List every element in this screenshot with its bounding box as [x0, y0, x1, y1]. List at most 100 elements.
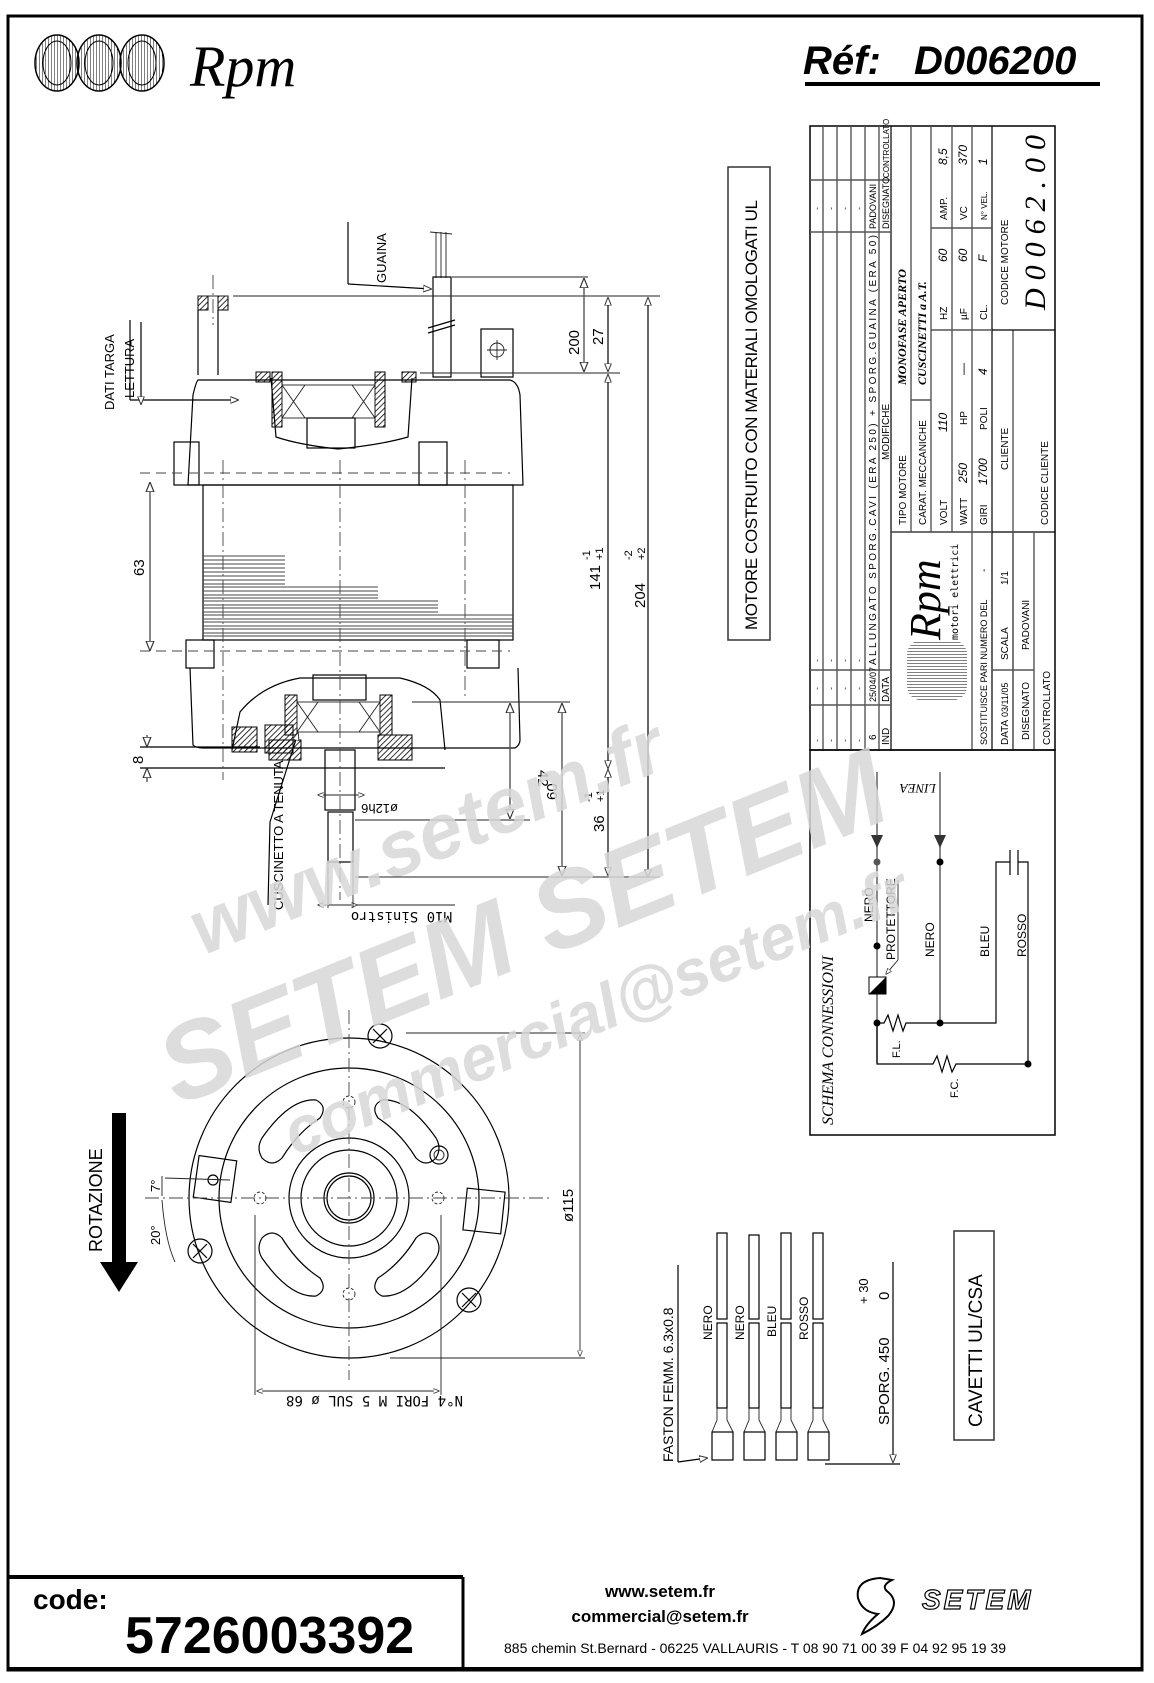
disegnato-label: DISEGNATO — [1021, 682, 1032, 740]
spec-vc-value: 370 — [956, 145, 970, 165]
rev-empty-dis-4: - — [854, 207, 864, 210]
rev-header-modifiche: MODIFICHE — [881, 404, 892, 460]
dim-60: 60 — [544, 783, 561, 800]
spec-giri-value: 1700 — [976, 458, 990, 485]
dim-204: 204 — [632, 583, 649, 608]
dim-141: 141 — [587, 565, 604, 590]
dim-27: 27 — [590, 328, 607, 345]
wire-label-nero-2: NERO — [733, 1305, 747, 1340]
spec-uf-label: µF — [959, 308, 970, 320]
rev-empty-date-3: - — [840, 687, 850, 690]
rev-row-ind: 6 — [868, 734, 879, 740]
rotation-label: ROTAZIONE — [86, 1148, 106, 1252]
rev-row-description: ALLUNGATO SPORG.CAVI (ERA 250) + SPORG.G… — [868, 235, 879, 665]
rpm-logo: Rpm — [34, 34, 296, 99]
reference-value: D006200 — [914, 39, 1076, 83]
brand-name: Rpm — [189, 34, 296, 99]
angle-7: 7° — [148, 1180, 163, 1192]
dim-204-tolerance: -2 — [623, 550, 635, 560]
spec-poli-label: POLI — [979, 407, 990, 430]
label-lettura: LETTURA — [122, 338, 137, 398]
rev-empty-dis-3: - — [840, 207, 850, 210]
code-label: code: — [33, 1584, 108, 1615]
schema-nero-1: NERO — [862, 887, 876, 922]
carat-meccaniche-value: CUSCINETTI a A.T. — [915, 281, 929, 385]
dim-141-tolerance-lower: +1 — [594, 547, 606, 560]
spec-nvel-label: N° VEL. — [980, 191, 989, 220]
rev-empty-date-1: - — [812, 687, 822, 690]
motor-side-view: DATI TARGA LETTURA GUAINA CUSCINETTO A T… — [102, 222, 660, 924]
dim-204-tolerance-lower: +2 — [636, 547, 648, 560]
tipo-motore-label: TIPO MOTORE — [898, 455, 909, 525]
wire-label-bleu: BLEU — [765, 1306, 779, 1337]
rev-header-ind: IND — [881, 728, 892, 745]
screw-left — [187, 1238, 213, 1264]
codice-cliente-label: CODICE CLIENTE — [1040, 441, 1051, 525]
controllato-label: CONTROLLATO — [1042, 671, 1053, 745]
codice-motore-value: D0062.00 — [1019, 135, 1052, 311]
label-dati-targa: DATI TARGA — [102, 334, 117, 410]
motor-front-view: ø115 N°4 FORI M 5 SUL ø 68 7° 20° ROTAZI… — [86, 1010, 585, 1408]
sostituisce-label: SOSTITUISCE PARI NUMERO DEL — [979, 600, 989, 745]
spec-cl-label: CL. — [979, 304, 990, 320]
schema-nero-2: NERO — [923, 922, 937, 957]
spec-hp-label: HP — [959, 411, 970, 425]
rev-header-controllato: CONTROLLATO — [882, 119, 891, 178]
spec-uf-value: 60 — [956, 248, 970, 262]
setem-swirl-icon — [856, 1576, 896, 1637]
cables-ul-csa-label: CAVETTI UL/CSA — [966, 1274, 987, 1427]
spec-vc-label: VC — [959, 206, 970, 220]
rev-empty-3: - — [840, 739, 850, 742]
spec-hz-label: HZ — [939, 307, 950, 320]
wire-label-nero-1: NERO — [701, 1305, 715, 1340]
screw-right — [456, 1287, 482, 1313]
ul-materials-note: MOTORE COSTRUITO CON MATERIALI OMOLOGATI… — [727, 166, 771, 641]
cable-wire — [711, 1232, 734, 1461]
sostituisce-value: - — [979, 569, 990, 572]
sporg-label: SPORG. 450 — [876, 1337, 893, 1425]
schema-title: SCHEMA CONNESSIONI — [820, 955, 837, 1125]
rev-empty-dis-1: - — [812, 207, 822, 210]
company-logo-text: Rpm — [901, 559, 950, 641]
data-label: DATA — [1000, 719, 1011, 745]
label-thread: M10 Sinistro — [351, 908, 452, 924]
spec-volt-value: 110 — [936, 413, 950, 432]
rev-empty-dis-2: - — [826, 207, 836, 210]
codice-motore-label: CODICE MOTORE — [1000, 219, 1011, 305]
carat-meccaniche-label: CARAT. MECCANICHE — [918, 420, 929, 525]
dim-36-tolerance-lower: +1 — [595, 789, 607, 802]
dim-200: 200 — [566, 330, 583, 355]
disegnato-value: PADOVANI — [1021, 600, 1032, 650]
setem-logo: SETEM — [856, 1576, 1033, 1637]
spec-amp-label: AMP. — [939, 197, 950, 220]
dim-8: 8 — [130, 756, 147, 764]
footer-website: www.setem.fr — [604, 1582, 715, 1601]
label-shaft-diameter: ø12h6 — [361, 801, 398, 816]
company-logo-sub: motori elettrici — [950, 544, 961, 640]
tipo-motore-value: MONOFASE APERTO — [895, 269, 909, 386]
footer-address: 885 chemin St.Bernard - 06225 VALLAURIS … — [504, 1640, 1006, 1656]
spec-amp-value: 8,5 — [936, 148, 950, 165]
spec-nvel-value: 1 — [976, 158, 990, 165]
cables-detail: FASTON FEMM. 6.3x0.8 NERO NERO BLEU ROSS… — [660, 1230, 995, 1465]
reference-label: Réf: — [803, 39, 881, 83]
rev-empty-desc-1: - — [812, 659, 822, 662]
rotation-direction-icon — [100, 1113, 138, 1292]
cable-wire — [807, 1232, 830, 1461]
rev-empty-desc-4: - — [854, 659, 864, 662]
schema-bleu: BLEU — [978, 926, 992, 957]
rev-header-data: DATA — [881, 676, 892, 702]
setem-brand: SETEM — [922, 1584, 1033, 1615]
footer: code: 5726003392 www.setem.fr commercial… — [8, 1575, 1142, 1671]
angle-20: 20° — [148, 1225, 163, 1245]
dim-63: 63 — [131, 559, 148, 576]
sporg-tolerance-upper: + 30 — [856, 1278, 871, 1304]
dim-141-tolerance: -1 — [581, 550, 593, 560]
spec-cl-value: F — [976, 254, 990, 262]
front-holes-note: N°4 FORI M 5 SUL ø 68 — [286, 1392, 463, 1408]
schema-fc: F.C. — [949, 1078, 961, 1098]
code-value: 5726003392 — [125, 1607, 414, 1665]
label-guaina: GUAINA — [374, 233, 389, 283]
front-diameter: ø115 — [560, 1189, 577, 1222]
